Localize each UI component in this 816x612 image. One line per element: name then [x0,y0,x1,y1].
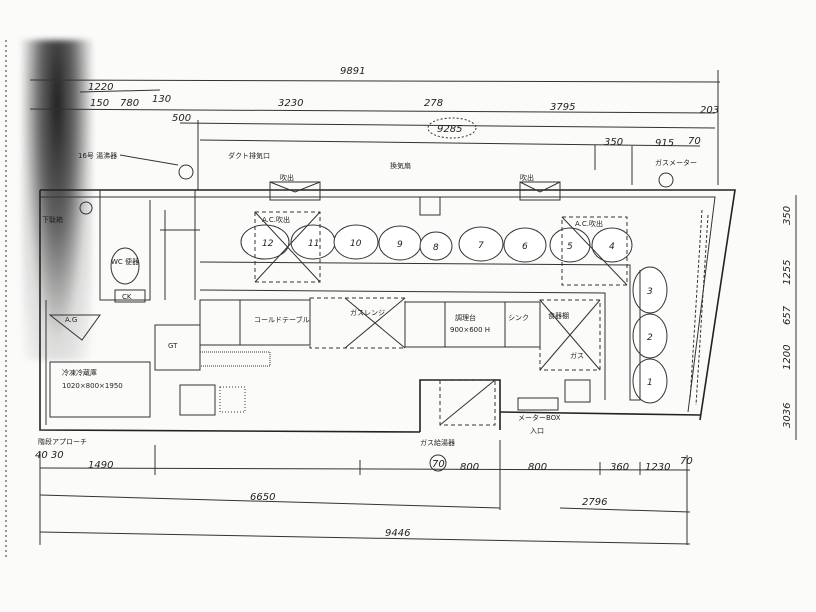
bottom-dimensions: 40 30 1490 70 800 800 360 1230 70 6650 2… [35,440,693,545]
label-freezer: 冷凍冷蔵庫 [62,368,97,377]
dim-right-5: 3036 [782,403,793,428]
label-exhaust-fan: 吹出 [280,173,294,182]
kitchen-equipment: コールドテーブル ガスレンジ 調理台 900×600 H シンク 食器棚 ガス [199,297,601,403]
label-prep-table: 調理台 [455,313,476,322]
walls [39,181,736,433]
label-sink: シンク [508,314,529,322]
label-gas-bottom: ガス給湯器 [420,438,455,447]
dim-278: 278 [424,98,443,109]
dim-800b: 800 [528,462,547,473]
dim-right-2: 1255 [782,260,793,285]
dim-overall: 9891 [340,66,365,77]
dim-130: 130 [152,94,171,105]
dim-right-1: 350 [782,206,793,225]
label-ck: CK [122,293,132,301]
circled-70 [429,454,447,472]
seat-label: 10 [350,239,362,249]
label-exhaust-fan-2: 吹出 [520,173,534,182]
label-ventilation: 換気扇 [390,161,411,170]
seat-2[interactable] [632,313,668,359]
dim-3795: 3795 [550,102,575,113]
dim-3230: 3230 [278,98,303,109]
seat-label: 3 [647,287,653,297]
dim-40-30: 40 30 [35,450,64,461]
dim-right-4: 1200 [782,345,793,370]
label-table-b: ガスレンジ [350,308,385,317]
seat-label: 12 [262,239,274,249]
seat-12[interactable] [240,224,290,260]
dim-800a: 800 [460,462,479,473]
seat-label: 2 [647,333,653,343]
label-duct-exhaust: ダクト排気口 [228,151,270,160]
water-heater-symbol [178,164,194,180]
label-ag: A.G [65,316,77,324]
total-circle [427,117,477,139]
seat-label: 1 [647,378,653,388]
ac-unit-right [561,216,628,286]
dim-203: 203 [700,105,719,116]
gas-meter-symbol [658,172,674,188]
dim-500: 500 [172,113,191,124]
scan-smudge [22,40,92,360]
seat-label: 7 [478,241,484,251]
counter-top [199,261,641,401]
dim-6650: 6650 [250,492,275,503]
dim-360: 360 [610,462,629,473]
dim-70: 70 [688,136,701,147]
label-ac-unit: A.C.吹出 [262,215,290,224]
label-ac-unit-right: A.C.吹出 [575,219,603,228]
gas-heater-box [439,379,496,426]
seat-7[interactable] [458,226,504,262]
freezer-box [49,361,151,418]
seat-10[interactable] [333,224,379,260]
seat-label: 4 [609,242,615,252]
seat-6[interactable] [503,227,547,263]
dim-right-3: 657 [782,305,793,325]
seat-label: 8 [433,243,439,253]
seat-3[interactable] [632,266,668,314]
label-table-a: コールドテーブル [254,315,310,324]
label-shoe-box: 下駄箱 [42,215,63,224]
dim-780: 780 [120,98,139,109]
gt-box [154,324,201,371]
seat-8[interactable] [419,231,453,261]
dim-1220: 1220 [88,82,113,93]
label-dish: 食器棚 [548,311,569,320]
dim-1230: 1230 [645,462,670,473]
seat-label: 5 [567,242,573,252]
dim-150: 150 [90,98,109,109]
dim-70-right: 70 [680,456,693,467]
label-stair: 階段アプローチ [38,437,87,446]
dim-9446: 9446 [385,528,410,539]
ac-unit-left [254,211,321,283]
seat-label: 11 [308,239,319,249]
top-dimensions: 9891 1220 150 780 130 3230 278 3795 203 … [29,66,721,190]
dim-2796: 2796 [582,497,607,508]
toilet-symbol [110,247,140,285]
label-meter-box: メーターBOX [518,413,561,422]
label-gt: GT [168,342,178,350]
dim-circled-70: 70 [432,459,445,470]
dim-total-9285: 9285 [437,124,462,135]
seat-4[interactable] [591,227,633,263]
counter-seats: 12 11 10 9 8 7 6 5 4 3 2 1 [240,224,668,404]
label-freezer-size: 1020×800×1950 [62,382,123,390]
label-entrance: 入口 [530,427,544,435]
seat-1[interactable] [632,358,668,404]
label-prep-table-size: 900×600 H [450,326,490,334]
dim-915: 915 [655,138,674,149]
seat-label: 6 [522,242,528,252]
right-dimensions: 350 1255 657 1200 3036 [782,195,797,440]
dim-350: 350 [604,137,623,148]
label-gas-meter: ガスメーター [655,158,697,167]
label-gas: ガス [570,351,584,360]
dim-1490: 1490 [88,460,113,471]
seat-label: 9 [397,240,403,250]
label-wc: WC 便器 [111,257,139,266]
label-water-heater: 16号 湯沸器 [78,151,117,160]
